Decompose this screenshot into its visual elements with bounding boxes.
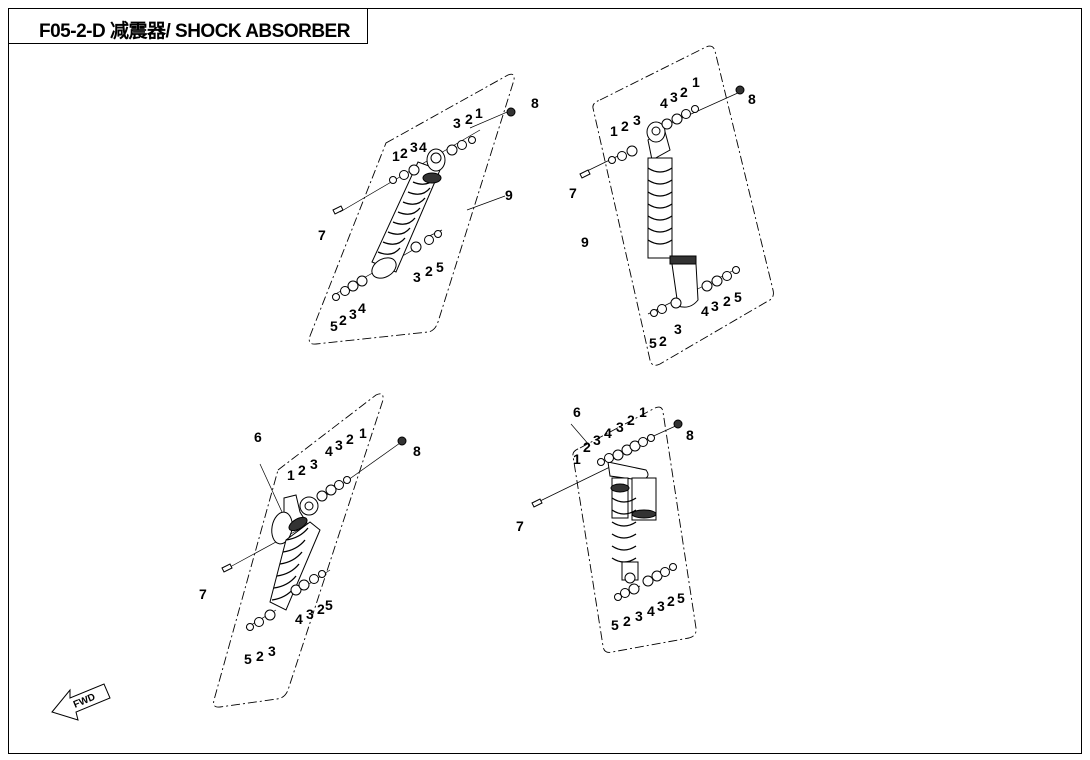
callout-2-5: 3 (670, 89, 678, 105)
callout-3-11: 4 (295, 611, 303, 627)
title-box: F05-2-D 减震器/ SHOCK ABSORBER (8, 8, 368, 44)
callout-2-6: 2 (680, 84, 688, 100)
callout-3-5: 1 (359, 425, 367, 441)
callout-4-3: 2 (583, 439, 591, 455)
assembly-bottom-right-outline (572, 406, 697, 653)
callout-2-16: 2 (659, 333, 667, 349)
callout-2-2: 2 (621, 118, 629, 134)
callout-4-4: 3 (593, 432, 601, 448)
callout-3-1: 6 (254, 429, 262, 445)
callout-3-6: 8 (413, 443, 421, 459)
assembly-bottom-right: 6 1 2 3 4 3 2 1 8 7 5 2 3 4 3 2 5 (516, 404, 697, 653)
callout-2-4: 4 (660, 95, 668, 111)
callout-1-1: 1 (392, 148, 400, 164)
callout-1-4: 4 (419, 139, 427, 155)
callout-1-17: 4 (358, 300, 366, 316)
callout-1-2: 2 (400, 145, 408, 161)
callout-1-13: 5 (436, 259, 444, 275)
callout-1-5: 3 (453, 115, 461, 131)
callout-3-8: 2 (298, 462, 306, 478)
drawing-frame (8, 8, 1082, 754)
callout-1-12: 2 (425, 263, 433, 279)
callout-1-11: 3 (413, 269, 421, 285)
assembly-top-left-outline (308, 73, 515, 345)
shock-absorber-4 (607, 461, 657, 584)
callout-3-10: 7 (199, 586, 207, 602)
callout-4-12: 2 (623, 613, 631, 629)
callout-3-9: 3 (310, 456, 318, 472)
callout-1-8: 8 (531, 95, 539, 111)
callout-4-11: 5 (611, 617, 619, 633)
callout-4-1: 6 (573, 404, 581, 420)
page-title: F05-2-D 减震器/ SHOCK ABSORBER (39, 21, 350, 42)
callout-4-16: 2 (667, 593, 675, 609)
callout-2-9: 7 (569, 185, 577, 201)
callout-1-7: 1 (475, 105, 483, 121)
callout-2-3: 3 (633, 112, 641, 128)
callout-4-10: 7 (516, 518, 524, 534)
shock-absorber-1 (371, 148, 446, 279)
callout-3-17: 3 (268, 643, 276, 659)
callout-3-13: 2 (317, 601, 325, 617)
callout-4-7: 2 (627, 412, 635, 428)
assembly-top-right-outline (592, 45, 774, 366)
fwd-arrow-icon: FWD (51, 683, 111, 721)
callout-2-13: 2 (723, 293, 731, 309)
shock-absorber-3 (269, 494, 321, 611)
callout-4-6: 3 (616, 419, 624, 435)
callout-1-14: 5 (330, 318, 338, 334)
callout-2-14: 5 (734, 289, 742, 305)
callout-4-13: 3 (635, 608, 643, 624)
callout-3-7: 1 (287, 467, 295, 483)
callout-1-10: 9 (505, 187, 513, 203)
callout-2-11: 4 (701, 303, 709, 319)
callout-4-15: 3 (657, 598, 665, 614)
callout-2-15: 5 (649, 335, 657, 351)
callout-3-3: 3 (335, 437, 343, 453)
callout-1-15: 2 (339, 312, 347, 328)
callout-3-15: 5 (244, 651, 252, 667)
callout-3-14: 5 (325, 597, 333, 613)
callout-2-12: 3 (711, 298, 719, 314)
callout-3-4: 2 (346, 431, 354, 447)
callout-3-2: 4 (325, 443, 333, 459)
callout-2-1: 1 (610, 123, 618, 139)
assembly-top-right: 1 2 3 4 3 2 1 8 7 9 4 3 2 5 5 2 3 (569, 45, 774, 366)
callout-3-12: 3 (306, 606, 314, 622)
callout-1-6: 2 (465, 111, 473, 127)
callout-1-3: 3 (410, 139, 418, 155)
assembly-bottom-left: 6 4 3 2 1 8 1 2 3 7 4 3 2 5 5 2 3 (199, 393, 421, 708)
callout-4-17: 5 (677, 590, 685, 606)
callout-3-16: 2 (256, 648, 264, 664)
shock-absorber-2 (646, 121, 699, 308)
callout-2-17: 3 (674, 321, 682, 337)
callout-4-2: 1 (573, 451, 581, 467)
callout-2-7: 1 (692, 74, 700, 90)
callout-1-9: 7 (318, 227, 326, 243)
callout-4-9: 8 (686, 427, 694, 443)
assembly-bottom-left-outline (213, 393, 384, 708)
assembly-top-left: 1 2 3 4 3 2 1 8 7 9 3 2 5 5 2 3 4 (308, 73, 539, 345)
callout-2-8: 8 (748, 91, 756, 107)
callout-2-10: 9 (581, 234, 589, 250)
callout-1-16: 3 (349, 306, 357, 322)
callout-4-14: 4 (647, 603, 655, 619)
callout-4-5: 4 (604, 425, 612, 441)
callout-4-8: 1 (639, 404, 647, 420)
